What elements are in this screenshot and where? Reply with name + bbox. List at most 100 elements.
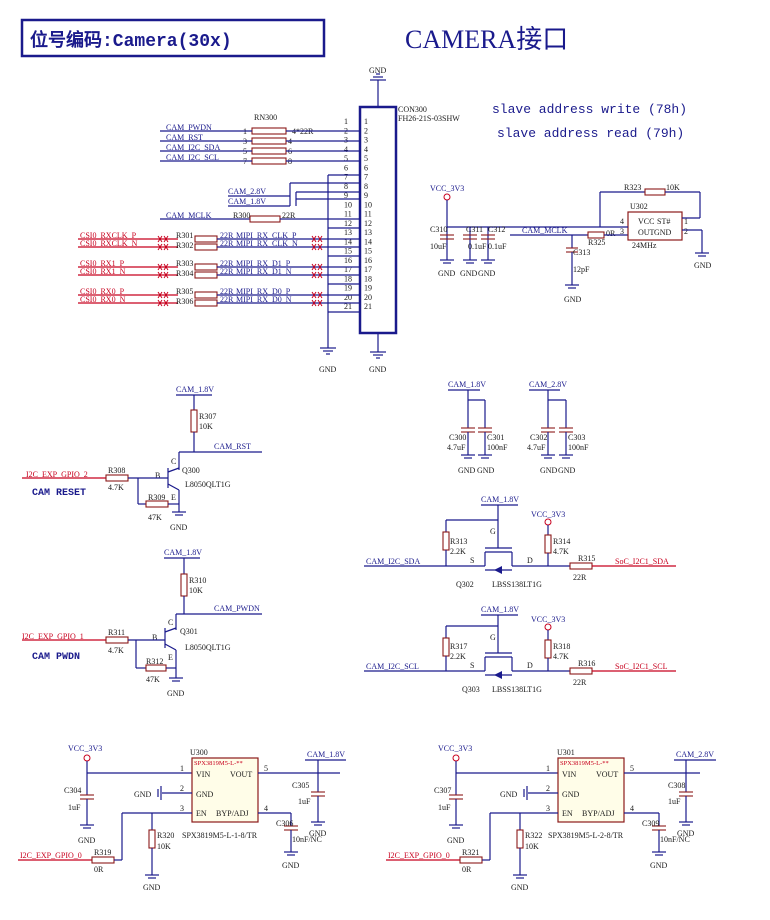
svg-text:4: 4 [264, 804, 268, 813]
connector-pin-inner: 19 [364, 284, 372, 293]
svg-text:R315: R315 [578, 554, 595, 563]
svg-text:0.1uF: 0.1uF [468, 242, 487, 251]
svg-text:CAM RESET: CAM RESET [32, 488, 86, 499]
svg-text:E: E [171, 493, 176, 502]
svg-text:2.2K: 2.2K [450, 547, 466, 556]
svg-text:R319: R319 [94, 848, 111, 857]
connector-pin-inner: 8 [364, 182, 368, 191]
svg-text:MIPI_RX_CLK_N: MIPI_RX_CLK_N [236, 239, 298, 248]
svg-text:R314: R314 [553, 537, 570, 546]
level-shifter-scl: CAM_1.8V R317 2.2K G S D Q303 LBSS138LT1… [364, 605, 676, 694]
connector-pin-inner: 6 [364, 163, 368, 172]
svg-text:R310: R310 [189, 576, 206, 585]
svg-text:VCC_3V3: VCC_3V3 [531, 510, 565, 519]
svg-text:12pF: 12pF [573, 265, 590, 274]
svg-text:C303: C303 [568, 433, 585, 442]
svg-text:C: C [168, 618, 173, 627]
connector-pin-inner: 3 [364, 136, 368, 145]
svg-text:GND: GND [477, 466, 495, 475]
connector-pin-inner: 4 [364, 145, 368, 154]
svg-text:10K: 10K [189, 586, 203, 595]
svg-text:R312: R312 [146, 657, 163, 666]
svg-text:GND: GND [134, 790, 152, 799]
svg-text:C310: C310 [430, 225, 447, 234]
svg-text:SPX3819M5-L-**: SPX3819M5-L-** [560, 760, 609, 767]
svg-text:VCC_3V3: VCC_3V3 [68, 744, 102, 753]
svg-text:S: S [470, 556, 474, 565]
svg-text:4.7K: 4.7K [553, 652, 569, 661]
svg-text:I2C_EXP_GPIO_1: I2C_EXP_GPIO_1 [22, 632, 84, 641]
svg-text:3: 3 [180, 804, 184, 813]
connector-pin-outer: 4 [344, 145, 348, 154]
svg-text:1uF: 1uF [668, 797, 681, 806]
svg-text:R300: R300 [233, 211, 250, 220]
connector-pin-outer: 14 [344, 237, 352, 246]
svg-text:C312: C312 [488, 225, 505, 234]
svg-text:2: 2 [180, 784, 184, 793]
svg-text:R317: R317 [450, 642, 467, 651]
svg-text:10K: 10K [666, 183, 680, 192]
svg-text:GND: GND [369, 365, 387, 374]
svg-text:VIN: VIN [562, 770, 576, 779]
connector-pin-outer: 17 [344, 265, 352, 274]
svg-text:22R: 22R [220, 295, 234, 304]
connector-pin-inner: 5 [364, 154, 368, 163]
svg-text:GND: GND [478, 269, 496, 278]
svg-text:R320: R320 [157, 831, 174, 840]
svg-text:U302: U302 [630, 202, 648, 211]
svg-text:C304: C304 [64, 786, 81, 795]
svg-text:10nF/NC: 10nF/NC [660, 835, 690, 844]
svg-text:R302: R302 [176, 241, 193, 250]
svg-text:10uF: 10uF [430, 242, 447, 251]
connector-pin-inner: 12 [364, 219, 372, 228]
net-cam-rst: CAM_RST [166, 133, 203, 142]
svg-text:1: 1 [684, 217, 688, 226]
svg-text:Q303: Q303 [462, 685, 480, 694]
svg-text:I2C_EXP_GPIO_2: I2C_EXP_GPIO_2 [26, 470, 88, 479]
svg-text:1uF: 1uF [68, 803, 81, 812]
svg-text:R323: R323 [624, 183, 641, 192]
svg-text:EN: EN [196, 809, 207, 818]
svg-text:ST#: ST# [657, 217, 670, 226]
svg-text:MIPI_RX_D1_P: MIPI_RX_D1_P [236, 259, 291, 268]
connector-pin-outer: 12 [344, 219, 352, 228]
svg-text:GND: GND [170, 523, 188, 532]
svg-text:1: 1 [180, 764, 184, 773]
svg-text:0.1uF: 0.1uF [488, 242, 507, 251]
svg-text:VCC: VCC [638, 217, 654, 226]
svg-text:L8050QLT1G: L8050QLT1G [185, 643, 231, 652]
ldo-u300: VCC_3V3 C304 1uF GND U300 SPX3819M5-L-**… [18, 744, 346, 892]
connector-pin-outer: 20 [344, 293, 352, 302]
svg-text:C: C [171, 457, 176, 466]
svg-text:24MHz: 24MHz [632, 241, 657, 250]
svg-text:CSI0_RXCLK_N: CSI0_RXCLK_N [80, 239, 138, 248]
svg-text:2: 2 [684, 227, 688, 236]
connector-pin-inner: 11 [364, 210, 372, 219]
svg-text:GND: GND [167, 689, 185, 698]
note-read: slave address read (79h) [497, 126, 684, 141]
connector-pin-outer: 9 [344, 191, 348, 200]
svg-text:4.7K: 4.7K [553, 547, 569, 556]
note-write: slave address write (78h) [492, 102, 687, 117]
svg-text:C300: C300 [449, 433, 466, 442]
svg-text:VOUT: VOUT [596, 770, 618, 779]
svg-text:R322: R322 [525, 831, 542, 840]
svg-text:SPX3819M5-L-1-8/TR: SPX3819M5-L-1-8/TR [182, 831, 258, 840]
net-cam-2v8: CAM_2.8V [228, 187, 266, 196]
svg-text:4.7K: 4.7K [108, 646, 124, 655]
svg-text:GND: GND [540, 466, 558, 475]
svg-text:4: 4 [620, 217, 624, 226]
svg-text:I2C_EXP_GPIO_0: I2C_EXP_GPIO_0 [388, 851, 450, 860]
svg-text:R313: R313 [450, 537, 467, 546]
connector-pin-outer: 19 [344, 284, 352, 293]
connector-pin-outer: 10 [344, 200, 352, 209]
svg-text:FH26-21S-03SHW: FH26-21S-03SHW [398, 114, 460, 123]
svg-text:GND: GND [447, 836, 465, 845]
svg-text:D: D [527, 556, 533, 565]
svg-text:4.7uF: 4.7uF [527, 443, 546, 452]
svg-text:47K: 47K [148, 513, 162, 522]
svg-text:VCC_3V3: VCC_3V3 [430, 184, 464, 193]
svg-text:GND: GND [309, 829, 327, 838]
